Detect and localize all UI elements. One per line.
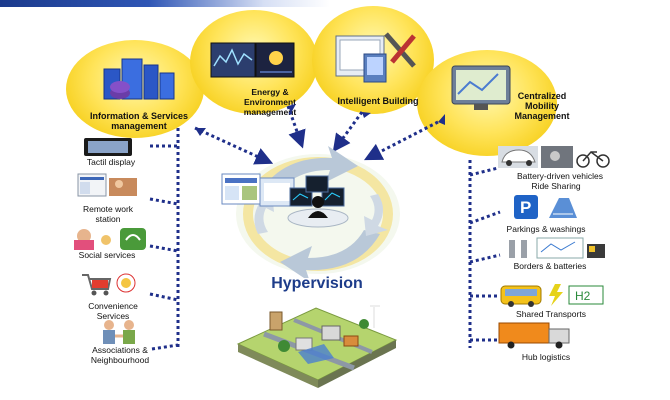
convenience-services-icon — [82, 273, 136, 296]
borders-batteries-label: Borders & batteries — [513, 261, 587, 271]
vehicles-icon — [498, 146, 610, 168]
city-illustration — [236, 305, 398, 388]
mobility-management-label: Centralized Mobility Management — [514, 91, 570, 121]
hub-logistics-icon — [498, 322, 570, 349]
borders-batteries-icon — [509, 237, 605, 259]
social-services-label: Social services — [78, 250, 136, 260]
ride-sharing-label: Ride Sharing — [531, 181, 581, 191]
tactil-display-label: Tactil display — [86, 157, 136, 167]
parkings-washings-label: Parkings & washings — [506, 224, 586, 234]
intelligent-building-label: Intelligent Building — [337, 96, 419, 106]
handshake-icon — [103, 320, 135, 344]
hypervision-title: Hypervision — [271, 275, 363, 292]
monitor-map-icon — [451, 65, 511, 110]
parking-washing-icon: P — [514, 195, 577, 219]
tactile-tablet-icon — [84, 138, 132, 156]
energy-chart-icon — [210, 42, 295, 78]
building-tools-icon — [335, 32, 416, 83]
hypervision-cycle-graphic — [221, 146, 400, 278]
workstation-icon — [77, 173, 137, 197]
buildings-icon — [103, 58, 175, 100]
convenience-services-label: Convenience Services — [88, 301, 138, 321]
remote-work-station-label: Remote work station — [82, 204, 134, 224]
energy-environment-label: Energy & Environment management — [243, 87, 297, 117]
shared-transports-label: Shared Transports — [516, 309, 586, 319]
associations-label: Associations & Neighbourhood — [90, 345, 150, 365]
title-bar — [0, 0, 330, 7]
svg-text:P: P — [520, 198, 531, 217]
h2-text: H2 — [575, 289, 591, 303]
shared-transports-icon: H2 — [500, 284, 604, 307]
info-services-label: Information & Services management — [89, 111, 189, 131]
social-services-icon — [74, 228, 146, 250]
hub-logistics-label: Hub logistics — [521, 352, 571, 362]
battery-vehicles-label: Battery-driven vehicles — [517, 171, 603, 181]
